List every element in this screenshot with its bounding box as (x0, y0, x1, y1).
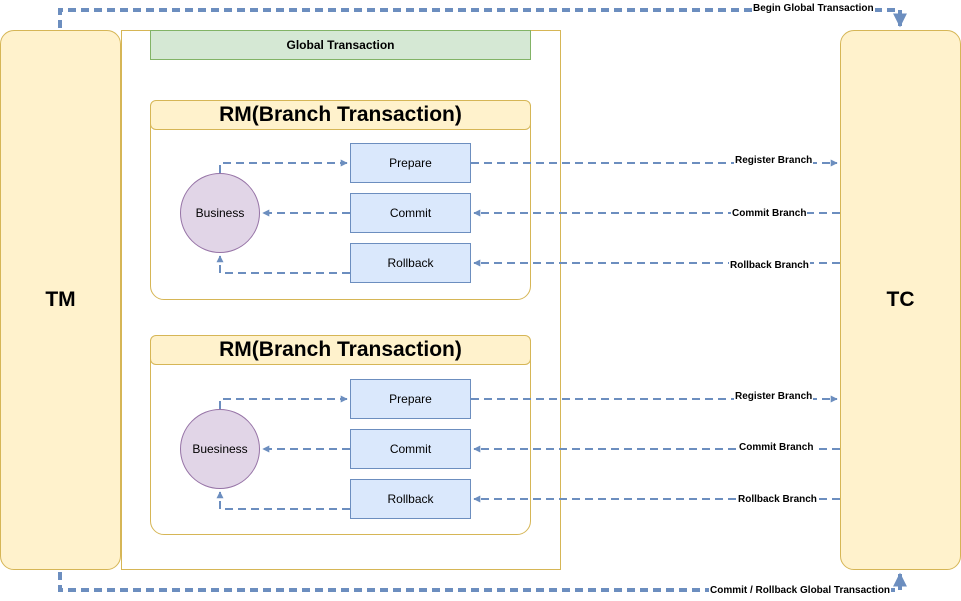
rm-top-business-to-prepare-edge (219, 159, 348, 173)
begin-global-edge (58, 8, 907, 28)
rm-top-rollback-label: Rollback (387, 256, 434, 270)
rm-bottom-title: RM(Branch Transaction) (219, 338, 462, 361)
tc-box[interactable]: TC (840, 30, 961, 570)
rm-bottom-rollback-branch-label: Rollback Branch (737, 494, 818, 506)
rm-bottom-business-to-prepare-edge (219, 395, 348, 409)
tm-box[interactable]: TM (0, 30, 121, 570)
rm-bottom-prepare-label: Prepare (389, 392, 432, 406)
rm-top-title: RM(Branch Transaction) (219, 103, 462, 126)
global-transaction-header[interactable]: Global Transaction (150, 30, 531, 60)
rm-bottom-rollback-to-business-edge (216, 491, 350, 510)
rm-bottom-header[interactable]: RM(Branch Transaction) (150, 335, 531, 365)
rm-top-rollback-box[interactable]: Rollback (350, 243, 471, 283)
rm-top-commit-box[interactable]: Commit (350, 193, 471, 233)
begin-global-label: Begin Global Transaction (752, 3, 875, 15)
rm-top-register-branch-label: Register Branch (734, 155, 814, 167)
rm-bottom-rollback-box[interactable]: Rollback (350, 479, 471, 519)
rm-bottom-rollback-label: Rollback (387, 492, 434, 506)
rm-top-commit-branch-label: Commit Branch (731, 208, 808, 220)
rm-top-rollback-to-business-edge (216, 255, 350, 274)
tc-label: TC (886, 288, 915, 311)
rm-top-prepare-box[interactable]: Prepare (350, 143, 471, 183)
rm-top-header[interactable]: RM(Branch Transaction) (150, 100, 531, 130)
rm-bottom-business-node[interactable]: Buesiness (180, 409, 260, 489)
tm-label: TM (45, 288, 76, 311)
end-global-edge (58, 572, 907, 592)
rm-top-rollback-branch-label: Rollback Branch (729, 260, 810, 272)
rm-bottom-commit-branch-label: Commit Branch (738, 442, 815, 454)
rm-top-prepare-label: Prepare (389, 156, 432, 170)
rm-bottom-commit-label: Commit (389, 442, 432, 456)
rm-top-business-label: Business (195, 206, 245, 220)
rm-top-business-node[interactable]: Business (180, 173, 260, 253)
global-transaction-title: Global Transaction (286, 38, 395, 52)
rm-bottom-commit-box[interactable]: Commit (350, 429, 471, 469)
rm-bottom-business-label: Buesiness (192, 442, 248, 456)
rm-bottom-prepare-box[interactable]: Prepare (350, 379, 471, 419)
end-global-label: Commit / Rollback Global Transaction (709, 585, 892, 597)
rm-bottom-register-branch-label: Register Branch (734, 391, 814, 403)
rm-top-commit-label: Commit (389, 206, 432, 220)
